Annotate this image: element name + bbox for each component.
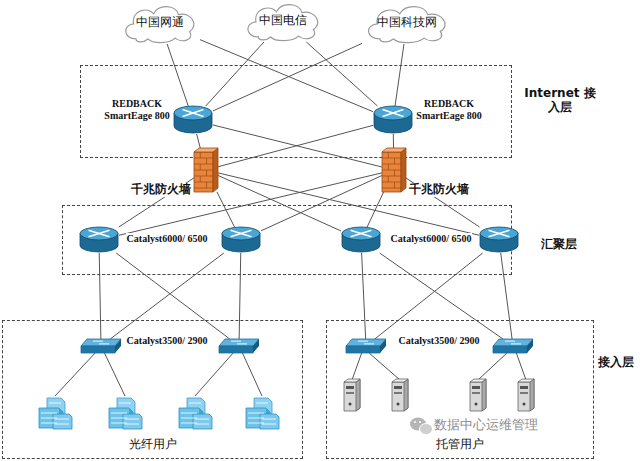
firewall-icon: 千兆防火墙 <box>194 148 218 192</box>
fiber-user-building <box>39 398 279 429</box>
router-icon-art <box>341 227 381 253</box>
label-holder: 光纤用户 <box>3 433 302 452</box>
label-holder: Catalyst6000/ 6500 <box>389 227 473 246</box>
router-icon: REDBACK SmartEage 800 <box>173 106 213 134</box>
layer-region: Catalyst3500/ 2900 托管用户 <box>326 320 594 459</box>
layer-name: 接入层 <box>598 356 634 370</box>
device-label: 中国科技网 <box>377 16 437 30</box>
router-icon: Catalyst6000/ 6500 <box>79 227 119 253</box>
network-link <box>213 125 382 167</box>
switch-icon: Catalyst3500/ 2900 <box>81 339 121 353</box>
network-link <box>501 253 512 339</box>
network-link <box>110 253 224 339</box>
label-holder <box>479 227 519 253</box>
isp-cloud: 中国电信 <box>242 0 324 42</box>
router-icon-art <box>79 227 119 253</box>
label-holder: Catalyst6000/ 6500 <box>125 227 209 246</box>
switch-icon-art <box>81 339 121 353</box>
network-link <box>239 253 241 339</box>
network-link <box>362 253 366 339</box>
firewall-icon-art <box>382 148 406 192</box>
network-link <box>395 44 404 106</box>
label-holder: Catalyst3500/ 2900 <box>125 329 209 348</box>
device-label: Catalyst6000/ 6500 <box>126 233 209 245</box>
label-holder <box>493 339 533 353</box>
layer-region: REDBACK SmartEage 800REDBACK SmartEage 8… <box>80 65 512 158</box>
device-label: REDBACK SmartEage 800 <box>413 98 485 121</box>
network-link <box>197 134 201 148</box>
network-link <box>167 44 188 106</box>
network-link <box>406 178 480 227</box>
switch-icon-art <box>346 339 386 353</box>
label-holder <box>219 339 259 353</box>
device-label: 千兆防火墙 <box>130 183 192 197</box>
router-icon-art <box>221 227 261 253</box>
watermark: 数据中心运维管理 <box>434 418 538 433</box>
label-holder: 中国电信 <box>242 0 324 42</box>
router-icon <box>221 227 261 253</box>
hosted-server <box>344 379 534 411</box>
router-icon: REDBACK SmartEage 800 <box>373 106 413 134</box>
network-link <box>116 253 230 339</box>
device-label: Catalyst3500/ 2900 <box>398 335 481 347</box>
router-icon-art <box>373 106 413 134</box>
firewall-icon: 千兆防火墙 <box>382 148 406 192</box>
label-holder: REDBACK SmartEage 800 <box>101 98 173 123</box>
label-holder: Catalyst3500/ 2900 <box>397 329 481 348</box>
isp-cloud: 中国网通 <box>120 2 200 44</box>
device-label: 千兆防火墙 <box>408 183 470 197</box>
label-holder: 托管用户 <box>327 433 593 452</box>
network-link <box>367 192 384 227</box>
label-holder: Internet 接入层 <box>523 87 597 115</box>
layer-name: Internet 接入层 <box>523 87 597 115</box>
router-icon <box>479 227 519 253</box>
device-label: Catalyst6000/ 6500 <box>390 233 473 245</box>
network-link <box>218 125 373 166</box>
switch-icon <box>219 339 259 353</box>
label-holder: 中国网通 <box>120 2 200 44</box>
layer-region: Catalyst3500/ 2900 光纤用户 <box>2 320 303 459</box>
network-link <box>200 40 373 112</box>
switch-icon <box>493 339 533 353</box>
label-holder: 汇聚层 <box>529 233 589 252</box>
router-icon-art <box>479 227 519 253</box>
firewall-icon-art <box>194 148 218 192</box>
switch-icon-art <box>493 339 533 353</box>
label-holder <box>221 227 261 253</box>
router-icon: Catalyst6000/ 6500 <box>341 227 381 253</box>
label-holder: 千兆防火墙 <box>408 178 496 197</box>
layer-name: 托管用户 <box>435 438 485 452</box>
device-label: 中国电信 <box>259 14 307 28</box>
network-link <box>206 42 264 106</box>
layer-name: 汇聚层 <box>540 238 578 252</box>
switch-icon: Catalyst3500/ 2900 <box>346 339 386 353</box>
network-link <box>306 42 377 106</box>
network-link <box>393 134 394 148</box>
network-link <box>375 253 483 339</box>
label-holder: 千兆防火墙 <box>104 178 192 197</box>
label-holder: REDBACK SmartEage 800 <box>413 98 485 123</box>
network-link <box>380 253 503 339</box>
wechat-logo <box>410 418 433 435</box>
network-link <box>99 253 101 339</box>
device-label: Catalyst3500/ 2900 <box>126 335 209 347</box>
router-icon-art <box>173 106 213 134</box>
label-holder: 中国科技网 <box>362 2 452 44</box>
device-label: REDBACK SmartEage 800 <box>101 98 173 121</box>
device-label: 中国网通 <box>136 16 184 30</box>
switch-icon-art <box>219 339 259 353</box>
network-link <box>213 43 362 111</box>
layer-region: Catalyst6000/ 6500Catalyst6000/ 6500汇聚层 <box>62 205 512 275</box>
device-wire <box>55 352 526 396</box>
layer-name: 光纤用户 <box>128 438 178 452</box>
network-link <box>261 175 382 230</box>
isp-cloud: 中国科技网 <box>362 2 452 44</box>
